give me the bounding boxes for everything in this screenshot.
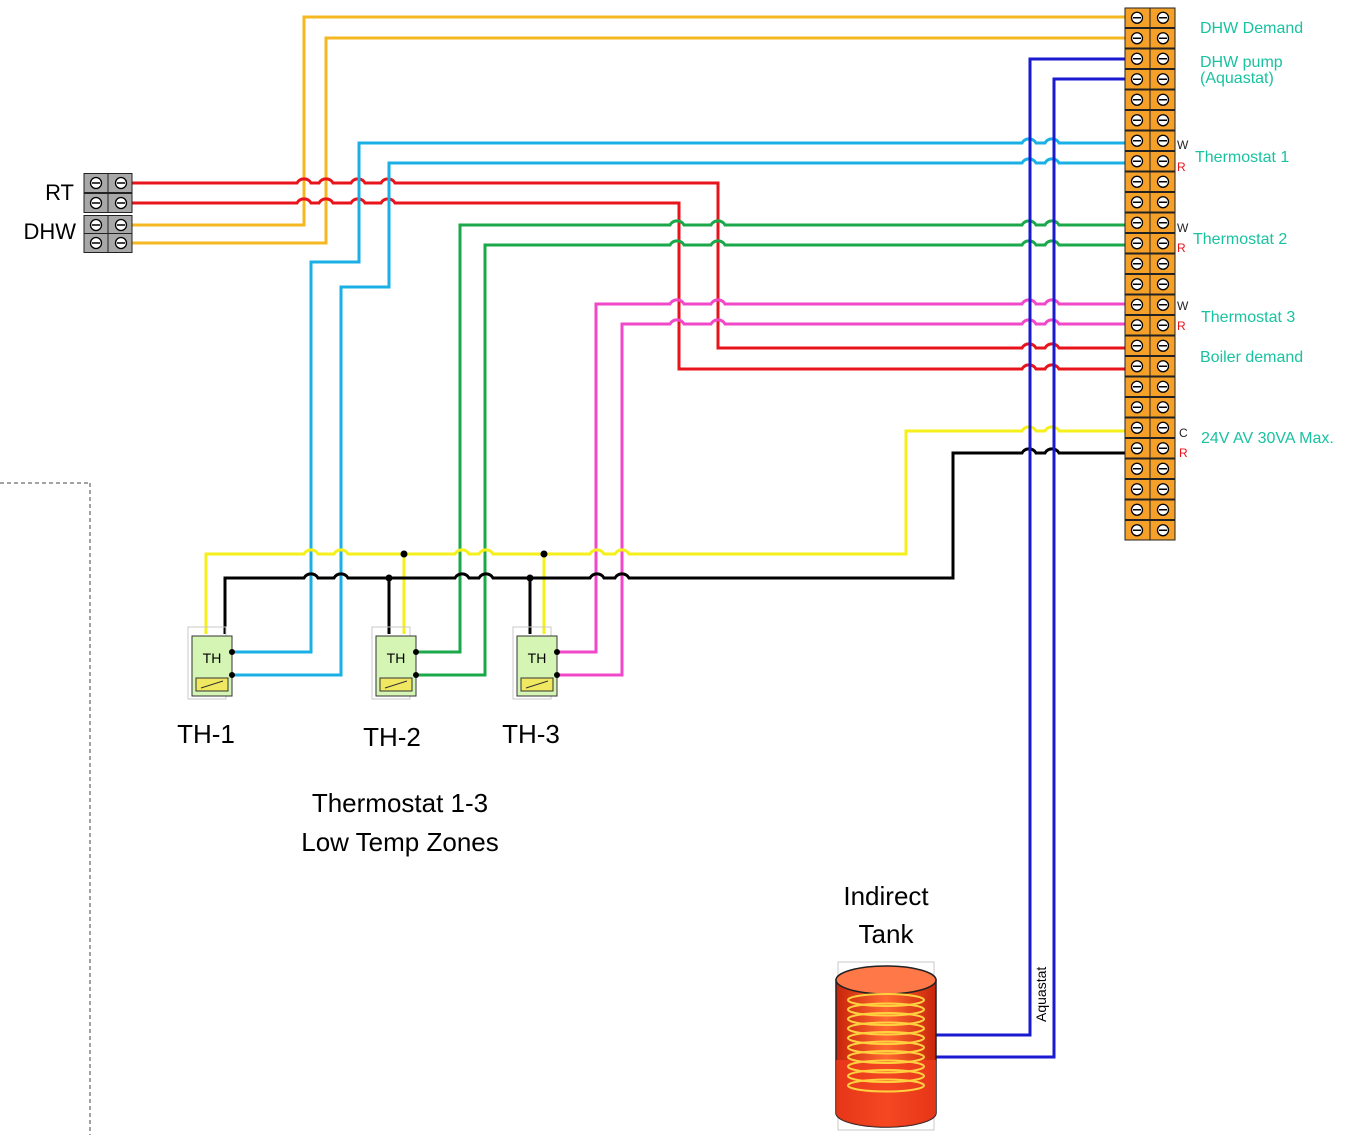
source-terminal-position [83, 173, 133, 193]
terminal-position [1124, 233, 1176, 254]
terminal-position [1124, 69, 1176, 90]
coil-loop [847, 993, 925, 1007]
terminal-position [1124, 335, 1176, 356]
th2-device-text: TH [387, 650, 406, 666]
tank-coil [847, 993, 925, 1093]
terminal-position [1124, 417, 1176, 438]
source-label-dhw: DHW [23, 219, 76, 244]
terminal-position [1124, 253, 1176, 274]
terminal-position [1124, 356, 1176, 377]
coil-loop [847, 1050, 925, 1064]
wire-black-24v-r [223, 447, 1127, 634]
wire-magenta-th3-r [557, 318, 1127, 677]
coil-loop [847, 1078, 925, 1093]
th1-label: TH-1 [177, 719, 235, 749]
caption-line1: Thermostat 1-3 [312, 788, 488, 818]
coil-loop [847, 1059, 925, 1074]
wire-red-rt-1 [130, 177, 1127, 350]
wire-orange-dhw-2 [130, 36, 1127, 245]
wire-green-th2-r [416, 239, 1127, 677]
coil-loop [847, 1040, 925, 1055]
coil-loop [847, 1031, 925, 1045]
indirect-tank: Indirect Tank [835, 881, 937, 1131]
terminal-position [1124, 438, 1176, 459]
terminal-position [1124, 48, 1176, 69]
pin-w-th2: W [1177, 221, 1189, 235]
pin-r-power: R [1179, 446, 1188, 460]
terminal-position [1124, 520, 1176, 541]
terminal-position [1124, 171, 1176, 192]
pin-r-th2: R [1177, 241, 1186, 255]
aquastat-label: Aquastat [1033, 967, 1049, 1022]
terminal-block [1124, 7, 1176, 541]
wire-red-rt-2 [130, 197, 1127, 371]
label-boiler-demand: Boiler demand [1200, 349, 1303, 366]
label-dhw-demand: DHW Demand [1200, 20, 1303, 37]
terminal-position [1124, 479, 1176, 500]
pin-w-th1: W [1177, 138, 1189, 152]
junction-dots [385, 550, 548, 582]
thermostat-th3: TH TH-3 [502, 626, 560, 749]
source-terminals [83, 173, 133, 253]
terminal-position [1124, 192, 1176, 213]
terminal-position [1124, 294, 1176, 315]
thermostat-th2: TH TH-2 [363, 626, 421, 752]
label-thermostat-3: Thermostat 3 [1201, 309, 1295, 326]
terminal-position [1124, 151, 1176, 172]
th3-device-text: TH [528, 650, 547, 666]
label-power-24v: 24V AV 30VA Max. [1201, 430, 1334, 447]
wire-magenta-th3-w [557, 298, 1127, 654]
source-terminal-position [83, 215, 133, 235]
pin-r-th3: R [1177, 319, 1186, 333]
tank-label-line1: Indirect [843, 881, 929, 911]
label-thermostat-1: Thermostat 1 [1195, 149, 1289, 166]
terminal-position [1124, 315, 1176, 336]
label-dhw-pump-aquastat: (Aquastat) [1200, 70, 1274, 87]
coil-loop [847, 1069, 925, 1083]
coil-loop [847, 1002, 925, 1017]
wire-yellow-24v-c [204, 425, 1127, 634]
source-terminal-position [83, 233, 133, 253]
terminal-position [1124, 28, 1176, 49]
tank-label-line2: Tank [859, 919, 915, 949]
th1-device-text: TH [203, 650, 222, 666]
thermostat-th1: TH TH-1 [177, 626, 235, 749]
wire-blue-aquastat-1 [930, 57, 1127, 1037]
source-label-rt: RT [45, 180, 74, 205]
coil-loop [847, 1021, 925, 1036]
wire-blue-aquastat-2 [930, 77, 1127, 1059]
wire-orange-dhw-1 [130, 15, 1127, 227]
wires [130, 15, 1127, 1059]
terminal-position [1124, 376, 1176, 397]
label-dhw-pump: DHW pump [1200, 54, 1283, 71]
terminal-position [1124, 89, 1176, 110]
label-thermostat-2: Thermostat 2 [1193, 231, 1287, 248]
pin-w-th3: W [1177, 299, 1189, 313]
pin-c-power: C [1179, 426, 1188, 440]
th2-label: TH-2 [363, 722, 421, 752]
caption-line2: Low Temp Zones [301, 827, 499, 857]
th3-label: TH-3 [502, 719, 560, 749]
panel-boundary [0, 482, 91, 1135]
terminal-position [1124, 458, 1176, 479]
terminal-position [1124, 499, 1176, 520]
terminal-position [1124, 397, 1176, 418]
terminal-position [1124, 212, 1176, 233]
wire-green-th2-w [416, 219, 1127, 654]
pin-r-th1: R [1177, 160, 1186, 174]
terminal-position [1124, 274, 1176, 295]
terminal-position [1124, 130, 1176, 151]
terminal-position [1124, 110, 1176, 131]
terminal-position [1124, 7, 1176, 28]
terminal-labels: DHW Demand DHW pump (Aquastat) Thermosta… [1177, 20, 1334, 460]
source-terminal-position [83, 193, 133, 213]
coil-loop [847, 1012, 925, 1026]
